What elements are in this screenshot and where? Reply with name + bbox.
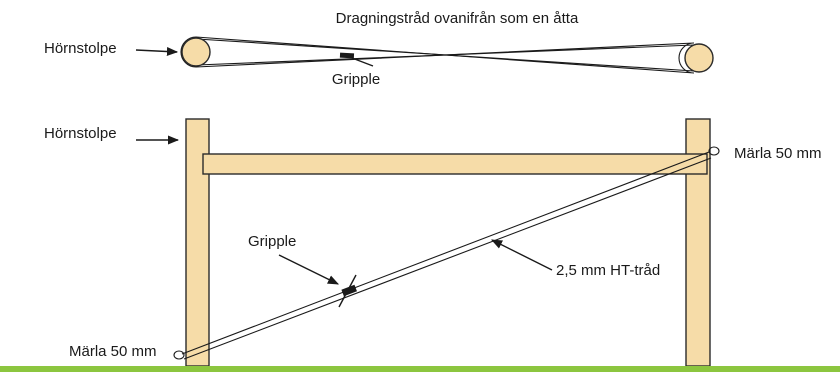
wire-label-arrow — [490, 239, 553, 271]
top-view-figure-eight-wire-inner — [196, 38, 695, 72]
top-view-gripple — [339, 52, 355, 59]
top-view-title: Dragningstråd ovanifrån som en åtta — [336, 10, 579, 27]
staple-bottom-label: Märla 50 mm — [69, 343, 157, 360]
top-view-corner-post-left — [181, 37, 211, 67]
top-view-corner-post-right — [684, 43, 714, 73]
side-view-corner-post-label: Hörnstolpe — [44, 125, 117, 142]
side-view-gripple-label: Gripple — [248, 233, 296, 250]
side-view-gripple-arrow — [278, 254, 340, 285]
top-view-figure-eight-wire — [180, 36, 695, 74]
gripple-tick — [338, 274, 357, 308]
wire-label: 2,5 mm HT-tråd — [556, 262, 660, 279]
top-view-gripple-leader — [351, 57, 374, 67]
bottom-staple — [173, 350, 185, 360]
horizontal-brace-rail — [202, 153, 708, 175]
top-view-corner-post-arrow — [135, 47, 179, 56]
staple-top-label: Märla 50 mm — [734, 145, 822, 162]
top-view-gripple-label: Gripple — [332, 71, 380, 88]
ground-strip — [0, 366, 840, 372]
diagonal-tension-wire — [181, 151, 712, 360]
side-view-gripple — [341, 284, 357, 297]
top-staple — [708, 146, 720, 156]
top-view-corner-post-label: Hörnstolpe — [44, 40, 117, 57]
